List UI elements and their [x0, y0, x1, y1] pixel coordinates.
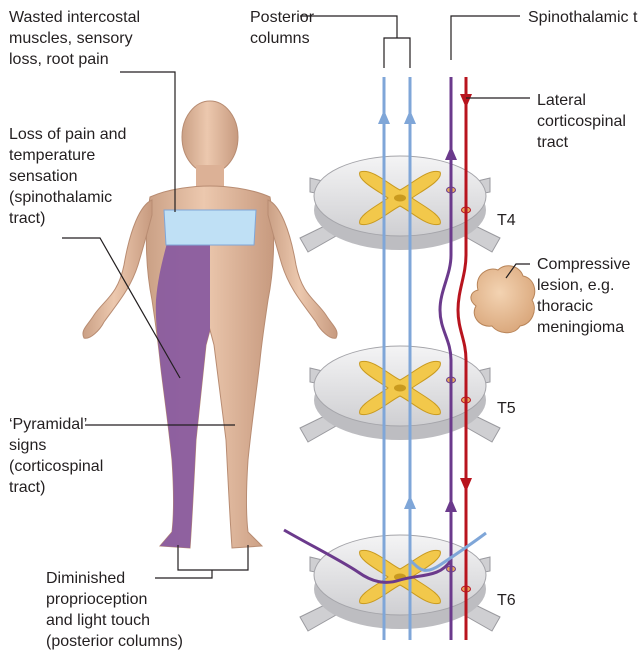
- posterior-columns-leader: [300, 16, 397, 38]
- level-t4-label: T4: [497, 211, 516, 231]
- arrow-corticospinal-bottom: [460, 478, 472, 492]
- label-line: lesion, e.g.: [537, 275, 630, 296]
- label-line: Loss of pain and: [9, 124, 126, 145]
- label-intercostal: Wasted intercostal muscles, sensory loss…: [9, 7, 140, 70]
- level-t6-label: T6: [497, 591, 516, 611]
- central-canal: [394, 195, 406, 202]
- feet-bracket: [178, 545, 248, 570]
- label-line: signs: [9, 435, 103, 456]
- label-line: tract): [9, 477, 103, 498]
- label-line: (spinothalamic: [9, 187, 126, 208]
- label-line: Posterior: [250, 7, 314, 28]
- label-proprioception: Diminished proprioception and light touc…: [46, 568, 183, 652]
- label-pain-temperature: Loss of pain and temperature sensation (…: [9, 124, 126, 229]
- label-posterior-columns: Posterior columns: [250, 7, 314, 49]
- label-line: loss, root pain: [9, 49, 140, 70]
- posterior-columns-bracket: [384, 38, 410, 68]
- arrow-posterior-left-top: [378, 110, 390, 124]
- label-pyramidal: ‘Pyramidal’ signs (corticospinal tract): [9, 414, 103, 498]
- label-line: ‘Pyramidal’: [9, 414, 103, 435]
- arrow-corticospinal-top: [460, 94, 472, 108]
- label-line: muscles, sensory: [9, 28, 140, 49]
- label-line: Diminished: [46, 568, 183, 589]
- label-line: proprioception: [46, 589, 183, 610]
- label-line: (posterior columns): [46, 631, 183, 652]
- cord-segment-t4: [300, 156, 500, 252]
- label-line: (corticospinal: [9, 456, 103, 477]
- label-line: temperature: [9, 145, 126, 166]
- label-corticospinal: Lateral corticospinal tract: [537, 90, 626, 153]
- label-line: Compressive: [537, 254, 630, 275]
- label-line: thoracic: [537, 296, 630, 317]
- spinal-cord-segments: [300, 156, 500, 631]
- sensory-loss-band: [164, 210, 256, 245]
- label-line: Wasted intercostal: [9, 7, 140, 28]
- arrow-posterior-right-top: [404, 110, 416, 124]
- figure-head: [182, 101, 238, 173]
- label-line: tract: [537, 132, 626, 153]
- arrow-spinothalamic-bottom: [445, 498, 457, 512]
- compressive-lesion: [471, 266, 535, 333]
- central-canal: [394, 385, 406, 392]
- label-line: corticospinal: [537, 111, 626, 132]
- spinothalamic-leader: [451, 16, 520, 60]
- level-t5-label: T5: [497, 399, 516, 419]
- cord-segment-t5: [300, 346, 500, 442]
- label-line: sensation: [9, 166, 126, 187]
- label-lesion: Compressive lesion, e.g. thoracic mening…: [537, 254, 630, 338]
- cord-segment-t6: [300, 535, 500, 631]
- arrow-posterior-right-bottom: [404, 495, 416, 509]
- arrow-spinothalamic-top: [445, 146, 457, 160]
- label-line: and light touch: [46, 610, 183, 631]
- label-line: Spinothalamic tract: [528, 7, 638, 28]
- label-line: tract): [9, 208, 126, 229]
- label-spinothalamic: Spinothalamic tract: [528, 7, 638, 28]
- label-line: columns: [250, 28, 314, 49]
- label-line: meningioma: [537, 317, 630, 338]
- label-line: Lateral: [537, 90, 626, 111]
